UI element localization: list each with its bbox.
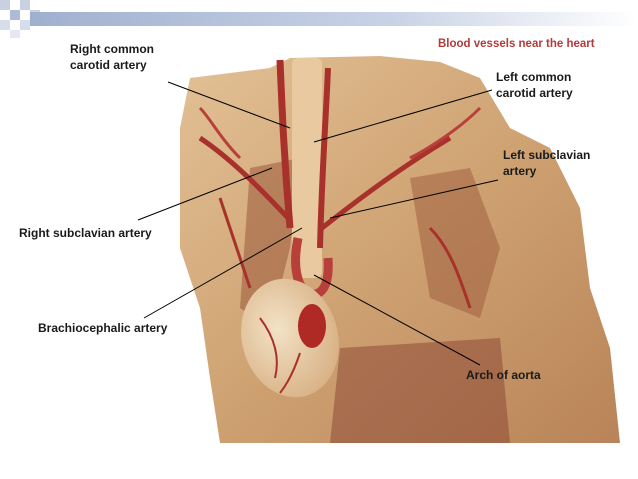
label-line: Left common xyxy=(496,70,572,84)
slide-title: Blood vessels near the heart xyxy=(438,38,595,50)
label-right-common-carotid: Right common carotid artery xyxy=(70,41,154,73)
header-bar xyxy=(30,12,638,26)
label-line: carotid artery xyxy=(496,86,573,100)
label-left-common-carotid: Left common carotid artery xyxy=(496,69,573,101)
label-line: Left subclavian xyxy=(503,148,591,162)
label-line: carotid artery xyxy=(70,58,147,72)
label-line: artery xyxy=(503,164,537,178)
label-brachiocephalic: Brachiocephalic artery xyxy=(38,321,168,335)
label-left-subclavian: Left subclavian artery xyxy=(503,147,590,179)
label-arch-of-aorta: Arch of aorta xyxy=(466,368,541,382)
dissection-photo xyxy=(180,56,620,443)
label-line: Right common xyxy=(70,42,154,56)
label-right-subclavian: Right subclavian artery xyxy=(19,226,152,240)
